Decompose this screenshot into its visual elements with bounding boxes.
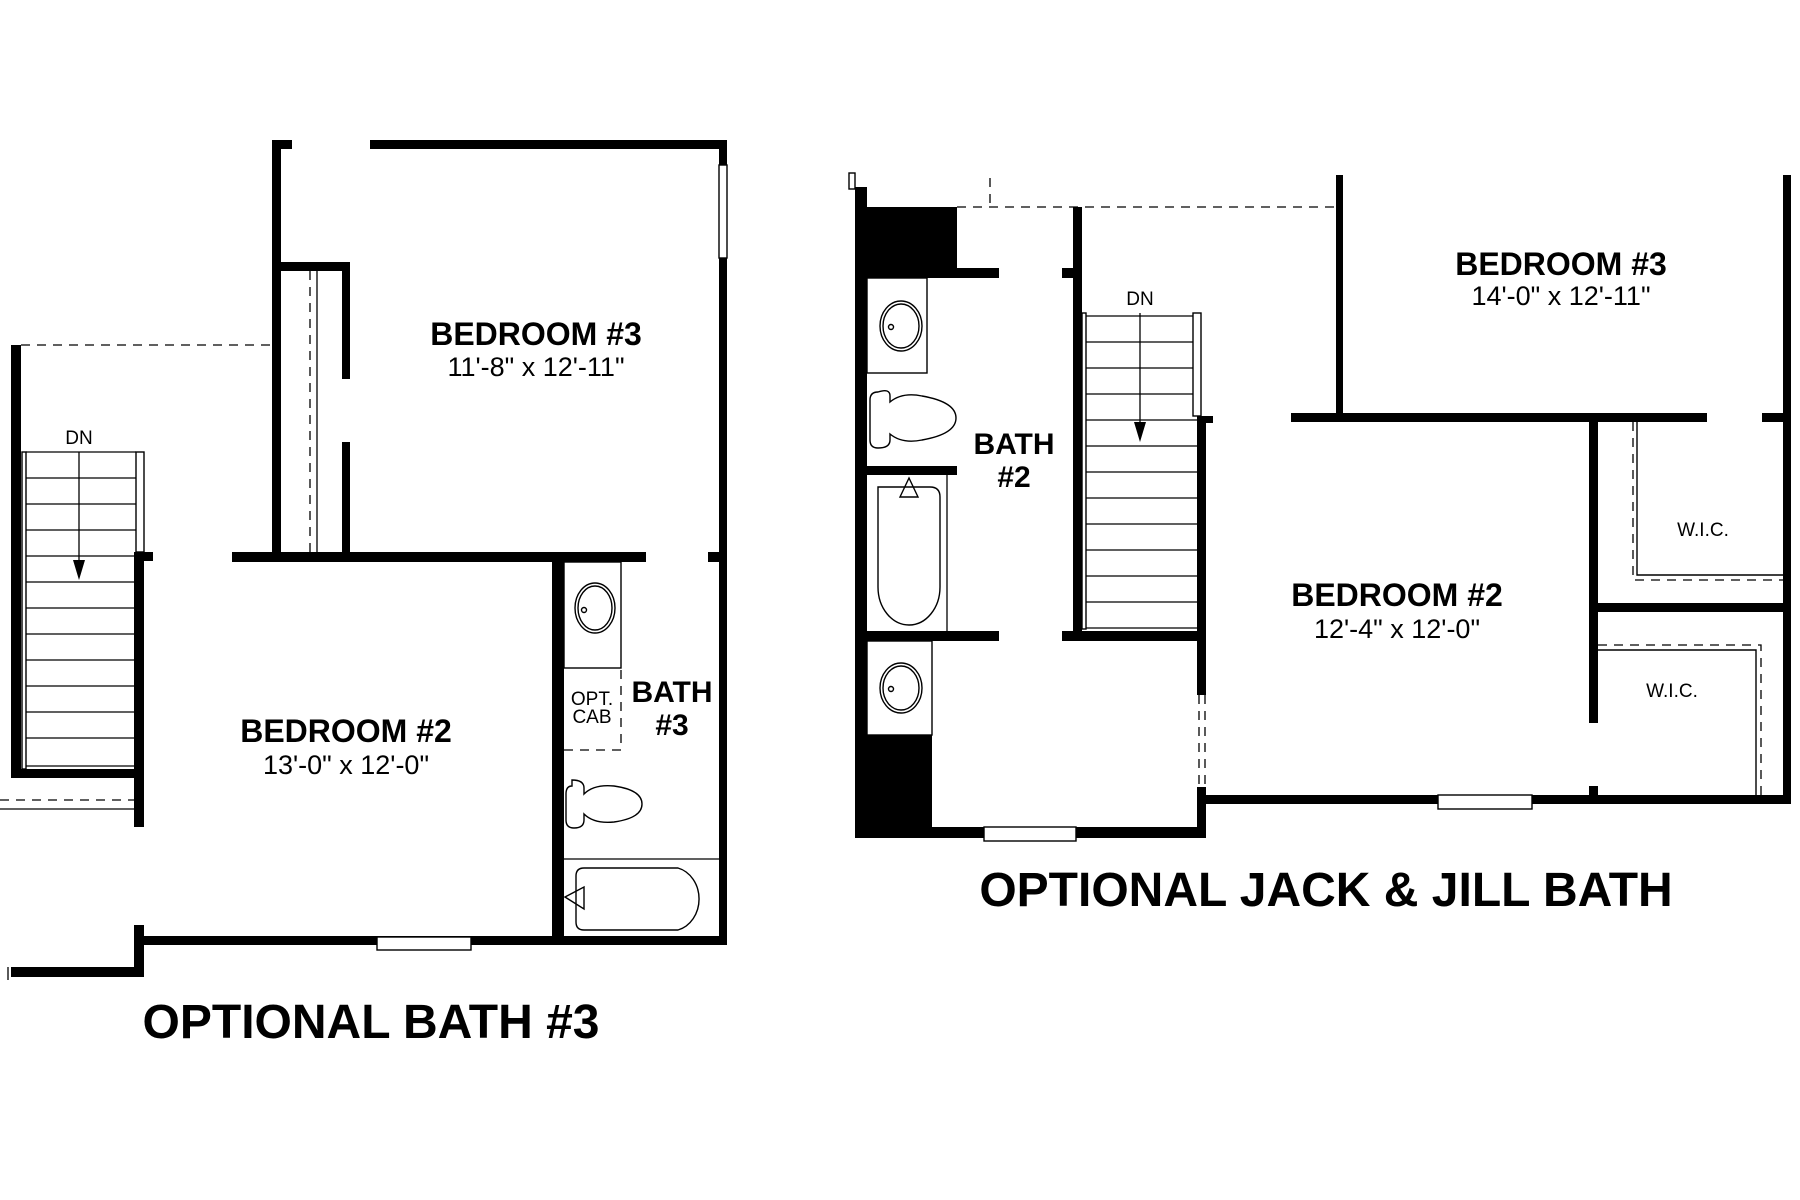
stairs-down-label: DN — [1126, 289, 1153, 310]
staircase: DN — [1081, 289, 1202, 630]
toilet-icon — [869, 389, 957, 449]
bedroom2-dims: 13'-0" x 12'-0" — [263, 750, 429, 780]
bedroom3-name: BEDROOM #3 — [1455, 246, 1667, 282]
left-plan-title: OPTIONAL BATH #3 — [143, 996, 600, 1049]
bathtub-icon — [575, 867, 700, 931]
window — [983, 826, 1077, 842]
window — [1437, 794, 1533, 810]
bath2-name-line2: #2 — [997, 461, 1030, 494]
sink-icon — [574, 582, 616, 634]
bathtub-icon — [877, 486, 941, 626]
bath2-name-line1: BATH — [973, 428, 1054, 461]
right-floor-plan: DN BEDROOM #3 14'-0" x 12'-11" BEDROOM #… — [848, 172, 1791, 917]
bedroom2-dims: 12'-4" x 12'-0" — [1314, 614, 1480, 644]
bedroom3-dims: 11'-8" x 12'-11" — [447, 352, 624, 382]
toilet-icon — [565, 779, 643, 829]
sink-icon — [879, 662, 923, 714]
left-plan-walls — [11, 140, 727, 977]
left-floor-plan: DN OPT. CAB BEDROOM #3 11'-8" x 12'-11" … — [0, 140, 728, 1049]
bedroom3-name: BEDROOM #3 — [430, 316, 642, 352]
down-arrow-icon — [73, 560, 85, 580]
wic-lower-label: W.I.C. — [1646, 681, 1698, 702]
bedroom3-dims: 14'-0" x 12'-11" — [1471, 281, 1650, 311]
bedroom2-name: BEDROOM #2 — [1291, 577, 1503, 613]
wic-upper-label: W.I.C. — [1677, 520, 1729, 541]
stairs-down-label: DN — [65, 428, 92, 449]
down-arrow-icon — [1134, 422, 1146, 442]
opt-cab-label-1: OPT. — [571, 689, 613, 710]
bath3-name-line1: BATH — [631, 676, 712, 709]
sink-icon — [879, 300, 923, 352]
window — [718, 164, 728, 259]
bath3-fixtures: OPT. CAB — [563, 561, 719, 931]
staircase: DN — [21, 428, 145, 770]
bath2-fixtures — [866, 277, 957, 736]
opt-cab-label-2: CAB — [572, 707, 611, 728]
window — [376, 936, 472, 951]
bath3-name-line2: #3 — [655, 709, 688, 742]
right-plan-title: OPTIONAL JACK & JILL BATH — [979, 864, 1672, 917]
bedroom2-name: BEDROOM #2 — [240, 713, 452, 749]
